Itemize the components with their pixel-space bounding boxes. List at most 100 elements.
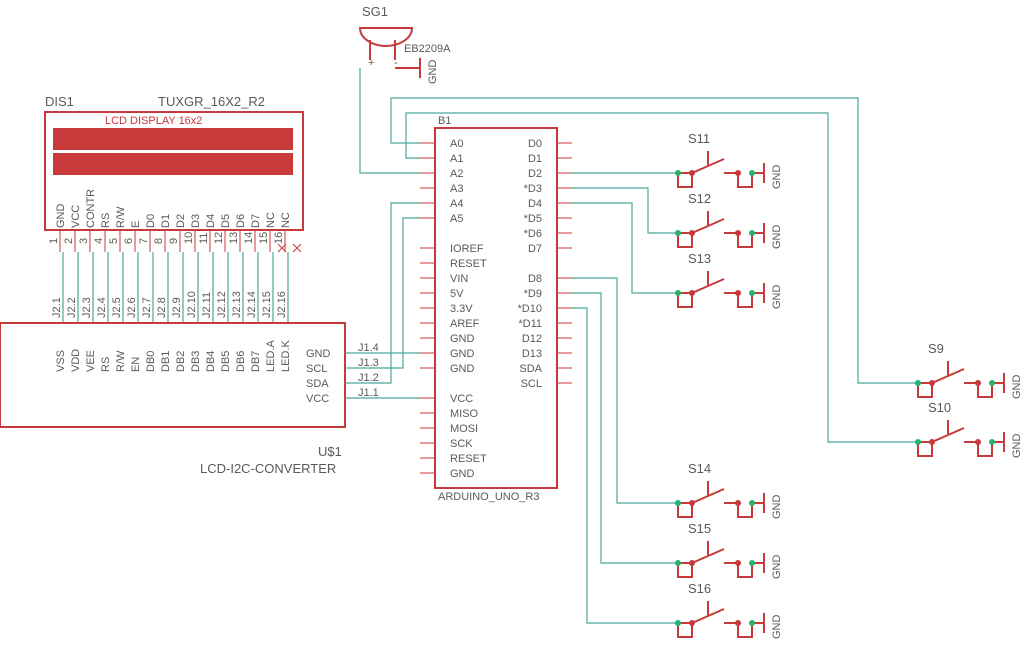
arduino-right-pin: *D6 (524, 228, 542, 240)
switch-terminal (677, 623, 693, 638)
i2c-net-label: J2.13 (231, 291, 243, 318)
lcd-pin-number: 1 (48, 238, 60, 244)
i2c-side-pin-label: SDA (306, 378, 329, 390)
arduino-right-pin: *D10 (518, 303, 542, 315)
switch-terminal-2 (724, 172, 764, 188)
i2c-pin-label: RS (100, 357, 112, 372)
switch-pin-dot (929, 380, 935, 386)
wire-a1-s10 (405, 112, 918, 443)
lcd-pin-label: D6 (235, 214, 247, 228)
wire-d9-s15 (572, 292, 678, 564)
arduino-name: B1 (438, 115, 451, 127)
junction-dot (749, 560, 755, 566)
lcd-pin-number: 7 (138, 238, 150, 244)
junction-dot (915, 380, 921, 386)
switch-pin-dot (735, 620, 741, 626)
arduino-right-pin: *D5 (524, 213, 542, 225)
junction-dot (675, 620, 681, 626)
lcd-pin-label: R/W (115, 206, 127, 228)
switch-terminal-2 (964, 441, 1004, 457)
i2c-pin-label: EN (130, 357, 142, 372)
wire-d8-s14 (572, 277, 678, 504)
switch-terminal-2 (724, 502, 764, 518)
arduino-right-pin: *D3 (524, 183, 542, 195)
wire-d3-s12 (572, 187, 678, 234)
lcd-pin-number: 4 (93, 238, 105, 244)
arduino-left-pin: GND (450, 468, 475, 480)
arduino-left-pin: 5V (450, 288, 464, 300)
switch-gnd-label: GND (771, 225, 783, 250)
switch-pin-dot (689, 230, 695, 236)
lcd-pin-label: D4 (205, 214, 217, 228)
lcd-pin-number: 2 (63, 238, 75, 244)
switch-pin-dot (689, 290, 695, 296)
switch-pin-dot (689, 560, 695, 566)
lcd-pin-number: 6 (123, 238, 135, 244)
switch-terminal (677, 293, 693, 308)
i2c-pin-label: VDD (70, 349, 82, 372)
i2c-net-label: J2.1 (51, 297, 63, 318)
lcd-pin-label: D0 (145, 214, 157, 228)
wire-buzzer-a2 (359, 68, 420, 174)
i2c-side-net-label: J1.4 (358, 342, 379, 354)
switch-contact (678, 211, 725, 234)
arduino-uno[interactable]: B1 A0A1A2A3A4A5IOREFRESETVIN5V3.3VAREFGN… (420, 115, 572, 503)
switch-gnd-label: GND (771, 615, 783, 640)
arduino-left-pin: MISO (450, 408, 479, 420)
i2c-net-label: J2.10 (186, 291, 198, 318)
arduino-left-pins: A0A1A2A3A4A5IOREFRESETVIN5V3.3VAREFGNDGN… (420, 138, 487, 480)
switch-pin-dot (689, 170, 695, 176)
lcd-pin-label: NC (265, 212, 277, 228)
lcd-pin-number: 11 (198, 233, 210, 244)
arduino-right-pin: SCL (521, 378, 542, 390)
junction-dot (915, 439, 921, 445)
switch-terminal (917, 383, 933, 398)
switch-gnd-label: GND (771, 165, 783, 190)
switch-terminal-2 (724, 292, 764, 308)
switch-gnd-label: GND (771, 555, 783, 580)
junction-dot (749, 620, 755, 626)
lcd-pin-label: D5 (220, 214, 232, 228)
junction-dot (675, 170, 681, 176)
arduino-right-pin: D7 (528, 243, 542, 255)
switch-name: S11 (688, 131, 710, 146)
switch-contact (918, 361, 965, 384)
buzzer-sg1[interactable]: SG1 EB2209A + - GND (358, 4, 451, 84)
arduino-left-pin: A0 (450, 138, 463, 150)
lcd-display[interactable]: DIS1 TUXGR_16X2_R2 LCD DISPLAY 16x2 GND1… (44, 94, 304, 253)
i2c-net-label: J2.5 (111, 297, 123, 318)
buzzer-name: SG1 (362, 4, 388, 19)
i2c-net-label: J2.7 (141, 297, 153, 318)
junction-dot (675, 500, 681, 506)
junction-dot (675, 560, 681, 566)
lcd-pin-number: 5 (108, 238, 120, 244)
switch-contact (678, 271, 725, 294)
wire-a0-s9 (390, 97, 918, 384)
arduino-left-pin: AREF (450, 318, 480, 330)
nc-cross-icon (292, 243, 302, 253)
switch-contact (678, 541, 725, 564)
switch-name: S9 (928, 341, 944, 356)
lcd-pin-number: 3 (78, 238, 90, 244)
i2c-side-pin-label: VCC (306, 393, 329, 405)
arduino-right-pins: D0D1D2*D3D4*D5*D6D7D8*D9*D10*D11D12D13SD… (518, 138, 572, 390)
arduino-left-pin: RESET (450, 453, 487, 465)
lcd-pin-number: 8 (153, 238, 165, 244)
switch-terminal (677, 563, 693, 578)
arduino-left-pin: GND (450, 363, 475, 375)
lcd-pin-number: 13 (228, 232, 240, 244)
nc-cross-icon (277, 243, 287, 253)
arduino-left-pin: A3 (450, 183, 463, 195)
switch-pin-dot (689, 500, 695, 506)
switch-pin-dot (735, 170, 741, 176)
